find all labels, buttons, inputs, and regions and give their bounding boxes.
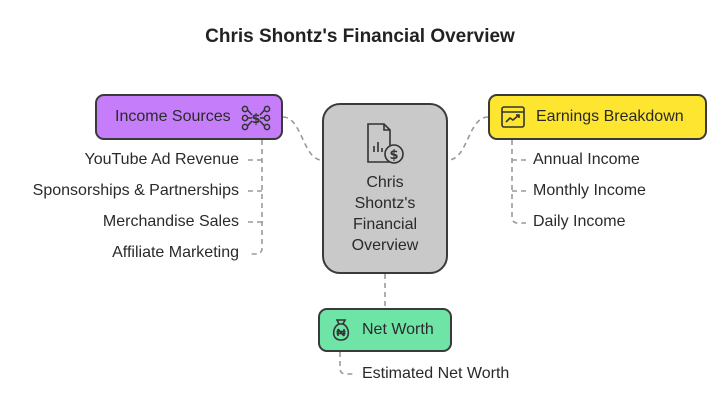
earnings-item: Monthly Income [533, 182, 646, 199]
diagram-title: Chris Shontz's Financial Overview [205, 26, 515, 47]
financial-document-icon: $ [364, 122, 406, 166]
net-worth-item: Estimated Net Worth [362, 365, 510, 382]
income-item: YouTube Ad Revenue [84, 151, 240, 168]
net-worth-node[interactable]: Net Worth [318, 308, 452, 352]
center-node[interactable]: $ Chris Shontz's Financial Overview [322, 103, 448, 274]
connector-income-center [282, 116, 323, 161]
earnings-breakdown-node[interactable]: Earnings Breakdown [488, 94, 707, 140]
income-item: Sponsorships & Partnerships [32, 182, 239, 199]
center-label-line-3: Financial [352, 215, 418, 233]
money-bag-icon [330, 318, 352, 342]
net-worth-label: Net Worth [362, 321, 434, 338]
center-label-line-2: Shontz's [354, 194, 416, 212]
network-dollar-icon: $ [241, 104, 271, 132]
connector-earnings-items [511, 140, 526, 224]
income-item: Merchandise Sales [102, 213, 239, 230]
svg-text:$: $ [389, 148, 398, 163]
center-label-line-4: Overview [351, 236, 419, 254]
chart-card-icon [500, 104, 526, 130]
center-label-line-1: Chris [366, 173, 404, 191]
income-item: Affiliate Marketing [112, 244, 239, 261]
connector-networth-items [339, 352, 354, 375]
earnings-breakdown-label: Earnings Breakdown [536, 108, 684, 125]
svg-text:$: $ [251, 112, 260, 127]
connector-income-items [248, 140, 263, 255]
income-sources-label: Income Sources [115, 108, 231, 125]
connector-earnings-center [447, 116, 489, 161]
earnings-item: Daily Income [533, 213, 626, 230]
earnings-item: Annual Income [533, 151, 640, 168]
income-sources-node[interactable]: Income Sources $ [95, 94, 283, 140]
